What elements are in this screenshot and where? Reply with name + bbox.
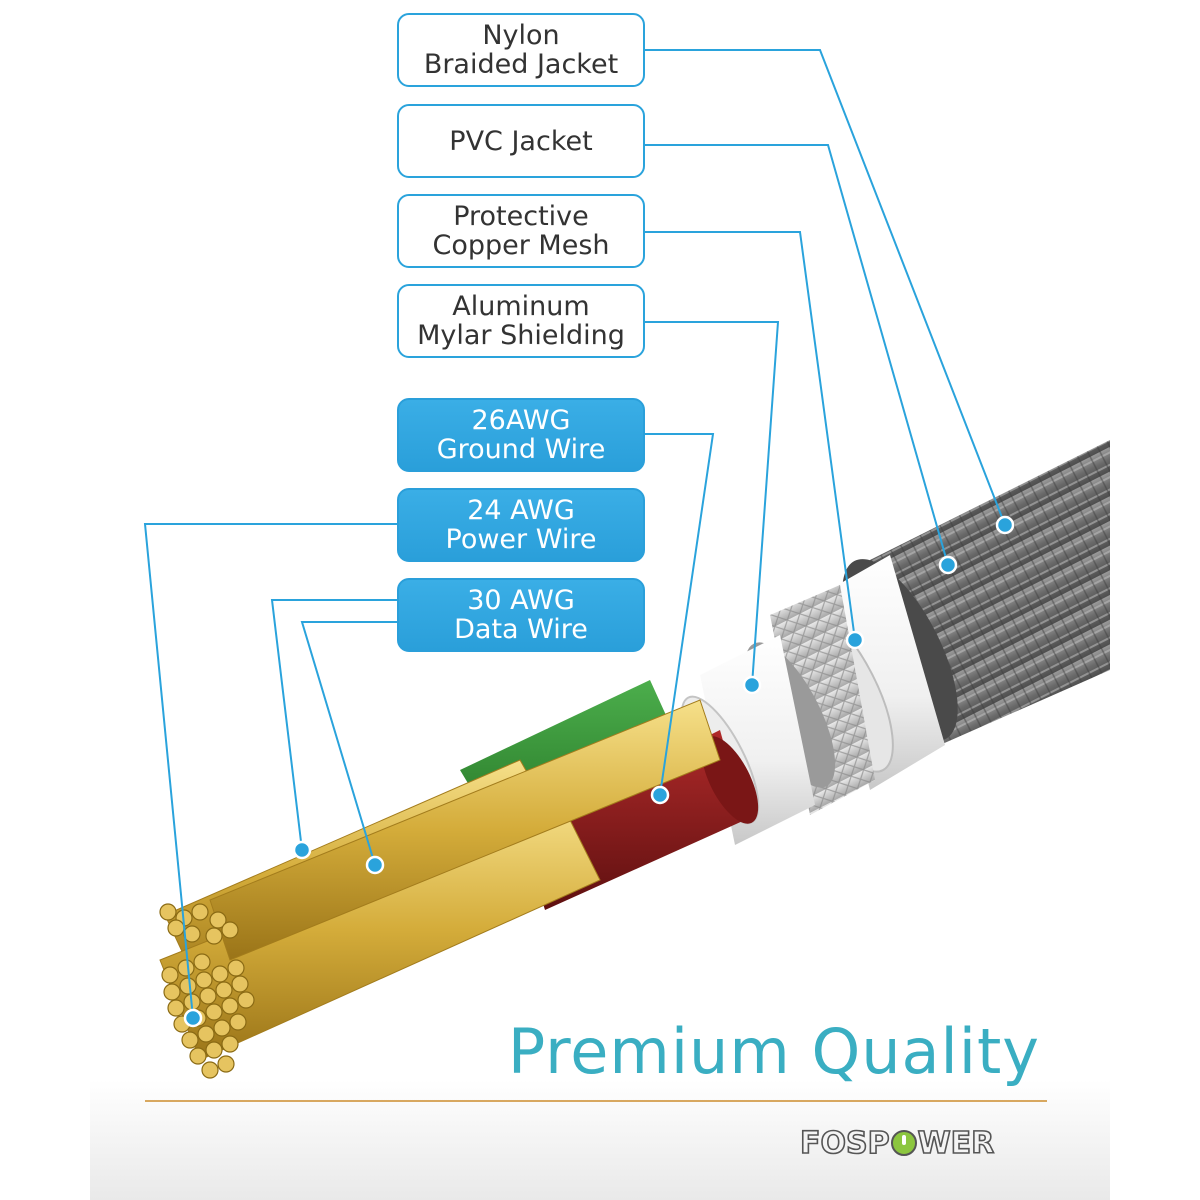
label-ground-line2: Ground Wire [436, 434, 606, 465]
divider-rule [145, 1100, 1047, 1102]
dot-nylon [995, 515, 1015, 535]
label-nylon-braided-jacket: Nylon Braided Jacket [397, 13, 645, 87]
label-ground-wire: 26AWG Ground Wire [397, 398, 645, 472]
leader-line-copper-mesh [645, 231, 856, 641]
leader-line-nylon [645, 49, 1006, 526]
label-data-line1: 30 AWG [467, 585, 575, 616]
label-power-wire: 24 AWG Power Wire [397, 488, 645, 562]
label-mylar-shielding: Aluminum Mylar Shielding [397, 284, 645, 358]
label-ground-line1: 26AWG [471, 405, 571, 436]
label-power-line1: 24 AWG [467, 495, 575, 526]
leader-line-data-a [270, 599, 397, 851]
dot-mylar [742, 675, 762, 695]
label-data-line2: Data Wire [454, 614, 588, 645]
logo-text-right: WER [917, 1125, 995, 1162]
leader-line-ground [645, 433, 715, 796]
label-pvc-jacket: PVC Jacket [397, 104, 645, 178]
dot-data-a [292, 840, 312, 860]
dot-copper-mesh [845, 630, 865, 650]
fospower-logo: FOSP WER [799, 1122, 995, 1164]
leader-line-power [143, 523, 397, 1019]
dot-power [183, 1008, 203, 1028]
dot-data-b [365, 855, 385, 875]
dot-ground [650, 785, 670, 805]
leader-line-data-b [300, 621, 397, 866]
leader-line-mylar [645, 321, 780, 686]
copper-strands-bundle [159, 699, 721, 1079]
label-nylon-line1: Nylon [482, 20, 560, 51]
label-copper-line1: Protective [453, 201, 589, 232]
label-nylon-line2: Braided Jacket [423, 49, 619, 80]
label-data-wire: 30 AWG Data Wire [397, 578, 645, 652]
dot-pvc [938, 555, 958, 575]
label-copper-line2: Copper Mesh [432, 230, 610, 261]
leader-line-pvc [645, 144, 949, 566]
leader-lines [143, 49, 1006, 1019]
power-icon [890, 1130, 917, 1156]
label-power-line2: Power Wire [445, 524, 597, 555]
label-pvc-line1: PVC Jacket [449, 125, 593, 157]
label-mylar-line2: Mylar Shielding [417, 320, 625, 351]
label-copper-mesh: Protective Copper Mesh [397, 194, 645, 268]
premium-quality-tagline: Premium Quality [507, 1015, 1040, 1088]
logo-text-left: FOSP [799, 1125, 890, 1162]
label-mylar-line1: Aluminum [452, 291, 590, 322]
leader-dots [183, 515, 1015, 1028]
